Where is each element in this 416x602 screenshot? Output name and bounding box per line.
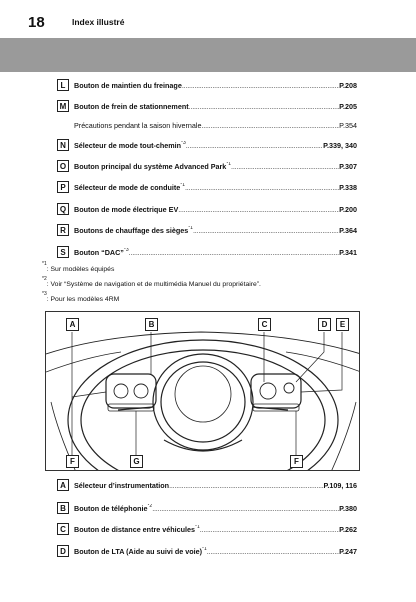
steering-wheel-illustration: A B C D E F G F xyxy=(45,311,360,471)
page-reference[interactable]: P.200 xyxy=(339,204,357,214)
index-entry: B Bouton de téléphonie*2 P.380 xyxy=(57,500,357,516)
leader-dots xyxy=(129,248,340,257)
entry-label: Bouton de frein de stationnement xyxy=(74,101,189,111)
entry-label: Bouton de maintien du freinage xyxy=(74,80,182,90)
header-band xyxy=(0,38,416,72)
footnote: *3: Pour les modèles 4RM xyxy=(42,291,120,304)
index-entry: S Bouton “DAC”*3 P.341 xyxy=(57,244,357,260)
entry-key: N xyxy=(57,139,69,151)
index-entry: C Bouton de distance entre véhicules*1 P.2… xyxy=(57,521,357,537)
callout-e: E xyxy=(336,318,349,331)
index-entry: Q Bouton de mode électrique EV P.200 xyxy=(57,201,357,217)
entry-label: Bouton de mode électrique EV xyxy=(74,204,179,214)
leader-dots xyxy=(193,226,339,235)
leader-dots xyxy=(152,504,339,513)
page-reference[interactable]: P.208 xyxy=(339,80,357,90)
page-reference[interactable]: P.341 xyxy=(339,247,357,257)
footnote-mark: *2 xyxy=(147,503,153,509)
entry-key: M xyxy=(57,100,69,112)
page-reference[interactable]: P.364 xyxy=(339,225,357,235)
index-entry: L Bouton de maintien du freinage P.208 xyxy=(57,77,357,93)
page-reference[interactable]: P.338 xyxy=(339,182,357,192)
callout-f-right: F xyxy=(290,455,303,468)
entry-label: Bouton de LTA (Aide au suivi de voie) xyxy=(74,546,203,556)
index-entry: Précautions pendant la saison hivernale P… xyxy=(57,117,357,133)
leader-dots xyxy=(186,141,323,150)
entry-key: P xyxy=(57,181,69,193)
leader-dots xyxy=(201,121,339,130)
index-entry: N Sélecteur de mode tout-chemin*3 P.339, 3… xyxy=(57,137,357,153)
entry-label: Bouton de téléphonie xyxy=(74,503,148,513)
steering-wheel-drawing xyxy=(46,331,359,470)
footnote-mark: *1 xyxy=(202,546,207,552)
page-reference[interactable]: P.354 xyxy=(339,120,357,130)
entry-key: C xyxy=(57,523,69,535)
leader-dots xyxy=(182,81,339,90)
leader-dots xyxy=(231,162,339,171)
entry-label: Précautions pendant la saison hivernale xyxy=(74,120,202,130)
callout-f-left: F xyxy=(66,455,79,468)
footnote-mark: *1 xyxy=(180,182,185,188)
index-entry: D Bouton de LTA (Aide au suivi de voie)*1… xyxy=(57,543,357,559)
entry-label: Bouton principal du système Advanced Par… xyxy=(74,161,227,171)
leader-dots xyxy=(178,205,339,214)
index-entry: O Bouton principal du système Advanced Pa… xyxy=(57,158,357,174)
page-reference[interactable]: P.205 xyxy=(339,101,357,111)
entry-key: O xyxy=(57,160,69,172)
entry-label: Bouton de distance entre véhicules xyxy=(74,524,196,534)
page-reference[interactable]: P.109, 116 xyxy=(323,480,357,490)
footnotes: *1: Sur modèles équipés *2: Voir “Systèm… xyxy=(42,262,261,307)
footnote-mark: *3 xyxy=(181,140,186,146)
entry-key: B xyxy=(57,502,69,514)
leader-dots xyxy=(185,183,339,192)
callout-a: A xyxy=(66,318,79,331)
leader-dots xyxy=(169,481,323,490)
entry-key: A xyxy=(57,479,69,491)
entry-key: Q xyxy=(57,203,69,215)
entry-label: Sélecteur de mode de conduite xyxy=(74,182,181,192)
page-reference[interactable]: P.247 xyxy=(339,546,357,556)
callout-b: B xyxy=(145,318,158,331)
footnote: *2: Voir “Système de navigation et de mu… xyxy=(42,276,261,289)
leader-dots xyxy=(207,547,339,556)
callout-c: C xyxy=(258,318,271,331)
footnote-mark: *1 xyxy=(195,524,200,530)
entry-label: Bouton “DAC” xyxy=(74,247,124,257)
page-number: 18 xyxy=(28,14,45,31)
callout-g: G xyxy=(130,455,143,468)
footnote-mark: *1 xyxy=(188,225,193,231)
entry-key: R xyxy=(57,224,69,236)
page-header: 18 Index illustré xyxy=(0,0,416,38)
footnote-mark: *3 xyxy=(123,247,129,253)
page-reference[interactable]: P.307 xyxy=(339,161,357,171)
footnote-mark: *1 xyxy=(226,161,232,167)
leader-dots xyxy=(189,102,340,111)
index-entry: P Sélecteur de mode de conduite*1 P.338 xyxy=(57,179,357,195)
entry-key: L xyxy=(57,79,69,91)
entry-label: Sélecteur de mode tout-chemin xyxy=(74,140,182,150)
page-reference[interactable]: P.339, 340 xyxy=(323,140,357,150)
index-entry: A Sélecteur d’instrumentation P.109, 116 xyxy=(57,477,357,493)
page-reference[interactable]: P.380 xyxy=(339,503,357,513)
entry-label: Sélecteur d’instrumentation xyxy=(74,480,170,490)
entry-key: D xyxy=(57,545,69,557)
index-entry: M Bouton de frein de stationnement P.205 xyxy=(57,98,357,114)
section-title: Index illustré xyxy=(72,17,125,27)
page-reference[interactable]: P.262 xyxy=(339,524,357,534)
leader-dots xyxy=(200,525,339,534)
entry-key: S xyxy=(57,246,69,258)
index-entry: R Boutons de chauffage des sièges*1 P.364 xyxy=(57,222,357,238)
callout-d: D xyxy=(318,318,331,331)
footnote: *1: Sur modèles équipés xyxy=(42,261,115,274)
entry-label: Boutons de chauffage des sièges xyxy=(74,225,189,235)
